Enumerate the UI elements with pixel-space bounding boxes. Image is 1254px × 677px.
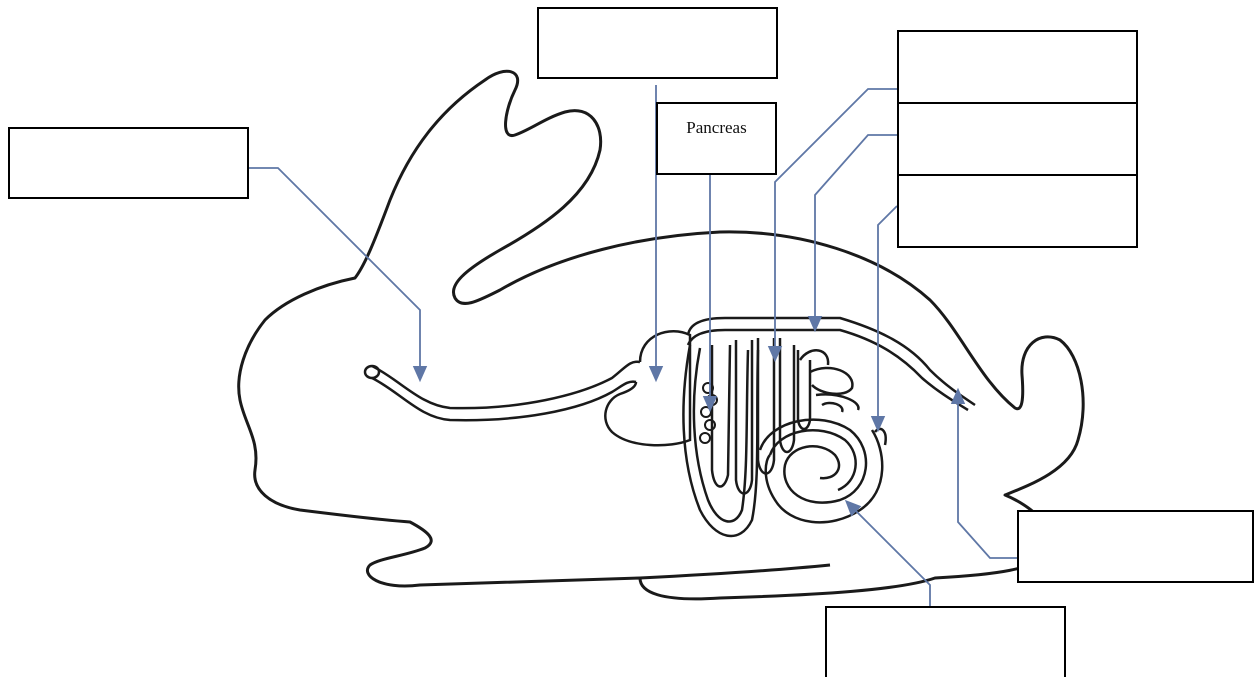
label-box-pancreas[interactable]: Pancreas	[656, 102, 777, 175]
pointer-right-lower	[878, 206, 897, 425]
esophagus	[365, 362, 640, 421]
label-box-bottom[interactable]	[825, 606, 1066, 677]
label-box-rectum[interactable]	[1017, 510, 1254, 583]
label-box-right-middle[interactable]	[897, 102, 1138, 176]
label-box-right-top[interactable]	[897, 30, 1138, 104]
label-box-mouth[interactable]	[8, 127, 249, 199]
belly-line	[640, 565, 830, 578]
label-text-pancreas: Pancreas	[686, 118, 746, 138]
pointer-mouth	[249, 168, 420, 375]
label-box-right-lower[interactable]	[897, 174, 1138, 248]
label-box-stomach[interactable]	[537, 7, 778, 79]
pointer-rectum	[958, 395, 1017, 558]
intestine-tube	[688, 318, 975, 410]
pancreas-tissue	[700, 383, 717, 443]
pointer-right-middle	[815, 135, 897, 325]
